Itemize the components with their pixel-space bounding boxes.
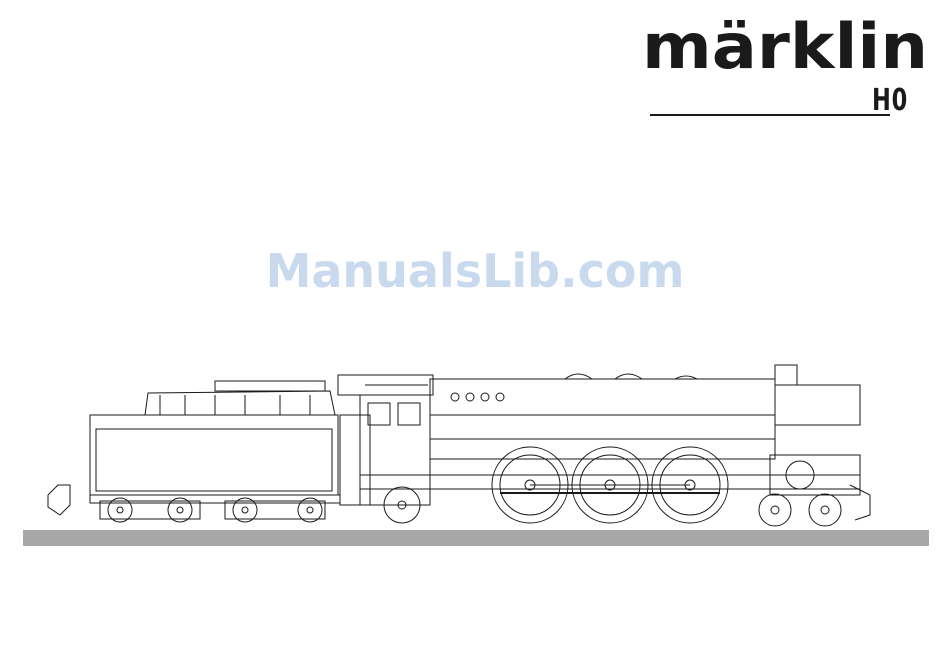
marklin-logo: märklin bbox=[640, 14, 930, 74]
locomotive-cab bbox=[338, 375, 433, 505]
marklin-logo-text: märklin bbox=[642, 14, 928, 74]
tender bbox=[48, 381, 340, 522]
marklin-brand-block: märklin H0 bbox=[640, 14, 930, 109]
locomotive-drawing bbox=[30, 355, 930, 530]
watermark-text: ManualsLib.com bbox=[0, 244, 950, 298]
scale-label: H0 bbox=[872, 86, 908, 116]
brand-rule bbox=[650, 114, 890, 116]
track-bar bbox=[23, 530, 929, 546]
